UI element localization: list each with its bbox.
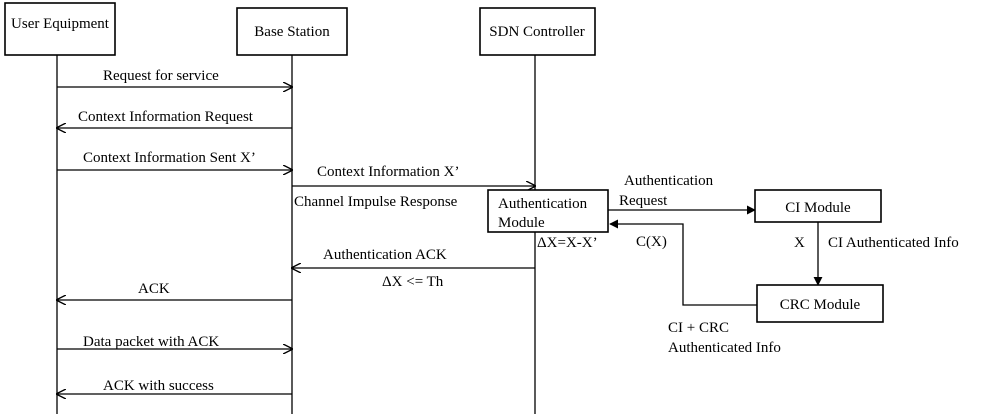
label-ack: ACK <box>138 281 170 297</box>
label-c-of-x: C(X) <box>636 234 667 250</box>
label-ci-crc-line2: Authenticated Info <box>668 340 781 356</box>
label-context-info-request: Context Information Request <box>78 109 254 125</box>
actor-label-sdn-controller: SDN Controller <box>489 24 584 40</box>
label-x: X <box>794 235 805 251</box>
label-context-info-sent: Context Information Sent X’ <box>83 150 256 166</box>
actor-label-base-station: Base Station <box>254 24 330 40</box>
ci-module-label: CI Module <box>785 200 851 216</box>
actor-box-sdn-controller <box>479 7 596 56</box>
label-ci-authenticated-info: CI Authenticated Info <box>828 235 959 251</box>
label-auth-request-line2: Request <box>619 193 668 209</box>
authentication-module-label-line2: Module <box>498 215 545 231</box>
label-ack-with-success: ACK with success <box>103 378 214 394</box>
label-auth-request-line1: Authentication <box>624 173 714 189</box>
authentication-module-label-line1: Authentication <box>498 196 588 212</box>
actor-box-user-equipment <box>4 2 116 56</box>
crc-module-box <box>756 284 884 323</box>
label-request-for-service: Request for service <box>103 68 219 84</box>
actor-box-base-station <box>236 7 348 56</box>
label-data-packet-with-ack: Data packet with ACK <box>83 334 219 350</box>
arrow-crc-to-authentication <box>609 219 757 306</box>
label-threshold: ΔX <= Th <box>382 274 444 290</box>
label-ci-crc-line1: CI + CRC <box>668 320 729 336</box>
label-channel-impulse-response: Channel Impulse Response <box>294 194 458 210</box>
label-authentication-ack: Authentication ACK <box>323 247 447 263</box>
label-delta-formula: ΔX=X-X’ <box>537 235 598 251</box>
label-context-information: Context Information X’ <box>317 164 459 180</box>
crc-module-label: CRC Module <box>780 297 861 313</box>
authentication-module-box <box>487 189 609 233</box>
ci-module-box <box>754 189 882 223</box>
actor-label-user-equipment: User Equipment <box>11 16 110 32</box>
